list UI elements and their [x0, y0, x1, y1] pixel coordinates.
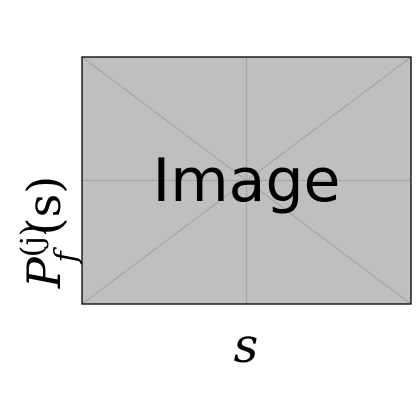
- svg-text:P(j)f(s): P(j)f (s): [15, 176, 84, 289]
- x-axis-label: s: [234, 318, 259, 374]
- placeholder-label: Image: [153, 146, 341, 216]
- y-axis-label-argument: (s): [17, 176, 71, 236]
- y-axis-label-symbol: P: [17, 256, 71, 289]
- placeholder-border: [81, 56, 412, 305]
- y-axis-label-subscript: f: [49, 246, 84, 264]
- y-axis-label: P(j)f (s): [15, 176, 84, 289]
- y-axis-label-superscript: (j): [15, 224, 50, 257]
- image-placeholder: Image: [81, 56, 412, 305]
